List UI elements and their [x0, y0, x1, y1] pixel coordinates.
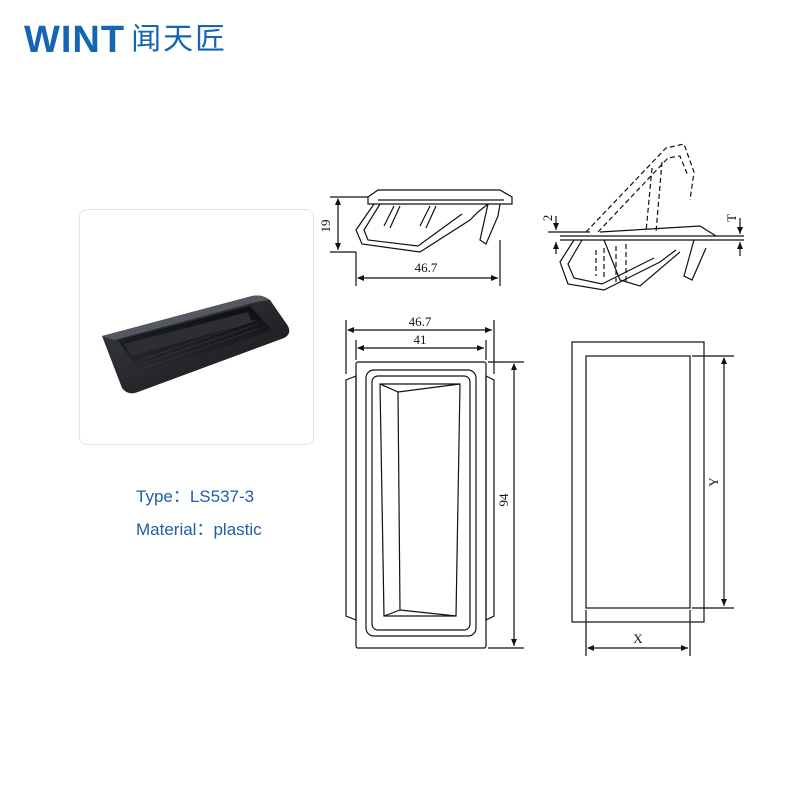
side-view-drawing [330, 189, 513, 286]
brand-chinese-name: 闻天匠 [131, 22, 228, 57]
product-material-text: Material：plastic [136, 520, 262, 539]
brand-wordmark: WINT [24, 19, 126, 61]
brand-logo: WINT 闻天匠 [24, 18, 227, 62]
top-view-drawing [345, 320, 524, 649]
side-view-height-label: 19 [318, 220, 333, 233]
cutout-view-drawing [571, 341, 734, 656]
top-view-outer-width-label: 46.7 [409, 314, 432, 329]
angled-view-thickness-label: T [724, 214, 739, 222]
angled-view-flange-label: 2 [540, 215, 555, 222]
top-view-height-label: 94 [496, 493, 511, 507]
product-type-text: Type：LS537-3 [136, 487, 255, 506]
recessed-handle-photo [102, 295, 290, 394]
cutout-height-label: Y [706, 477, 721, 487]
product-photo-card [79, 209, 314, 445]
side-view-width-label: 46.7 [415, 260, 438, 275]
angled-view-drawing [548, 143, 744, 291]
cutout-width-label: X [633, 631, 643, 646]
top-view-inner-width-label: 41 [414, 332, 427, 347]
